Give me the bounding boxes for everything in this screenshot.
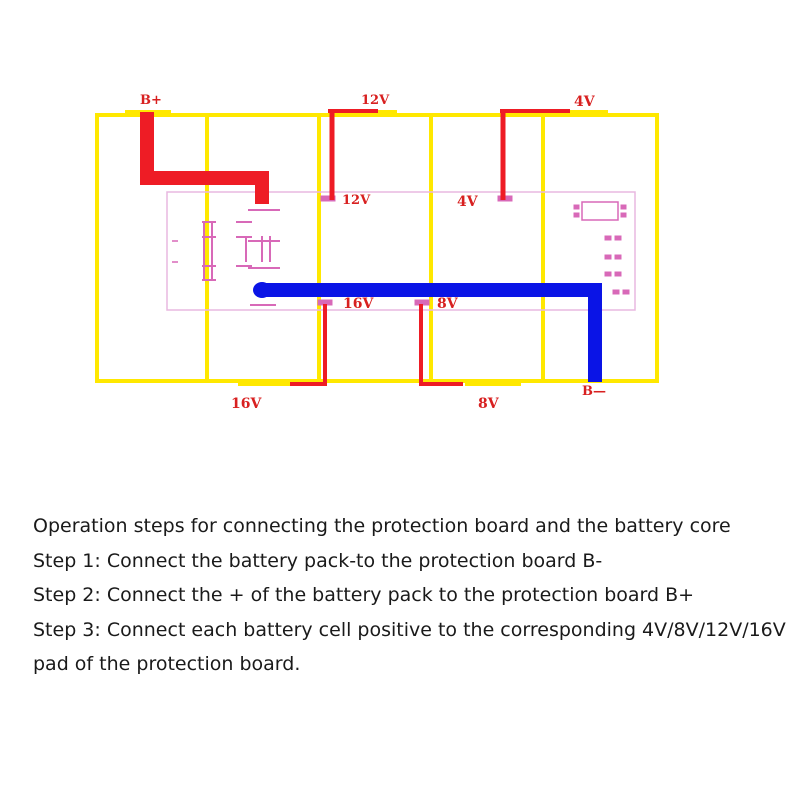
instructions-text: Operation steps for connecting the prote… <box>33 509 793 682</box>
instruction-step-3-continued: pad of the protection board. <box>33 653 301 675</box>
positive-wires <box>140 109 570 386</box>
label-bottom-8v: 8V <box>478 396 500 412</box>
label-board-8v: 8V <box>437 296 459 312</box>
b-minus-wire-end <box>253 282 271 298</box>
terminal-pads <box>125 110 608 386</box>
battery-cell-3 <box>317 113 433 383</box>
label-b-plus: B+ <box>140 93 162 108</box>
board-components <box>172 195 630 306</box>
b-plus-wire <box>140 112 269 204</box>
instructions-title: Operation steps for connecting the prote… <box>33 515 731 537</box>
instruction-step-1: Step 1: Connect the battery pack-to the … <box>33 549 603 572</box>
wire-16v <box>290 304 327 386</box>
label-board-12v: 12V <box>342 193 371 208</box>
battery-cells <box>95 113 659 383</box>
label-top-4v: 4V <box>574 94 596 110</box>
label-bottom-16v: 16V <box>231 396 262 412</box>
label-top-12v: 12V <box>361 93 390 108</box>
b-minus-wire <box>262 283 602 382</box>
instruction-step-3: Step 3: Connect each battery cell positi… <box>33 618 786 641</box>
battery-cell-4 <box>429 113 545 383</box>
wire-8v <box>419 304 463 386</box>
label-board-16v: 16V <box>343 296 374 312</box>
battery-wiring-diagram: B+ 12V 4V 12V 4V 16V 8V 16V 8V B— <box>95 93 659 412</box>
label-b-minus: B— <box>582 384 606 399</box>
label-board-4v: 4V <box>457 194 479 210</box>
instruction-step-2: Step 2: Connect the + of the battery pac… <box>33 584 695 606</box>
protection-board <box>166 191 636 311</box>
